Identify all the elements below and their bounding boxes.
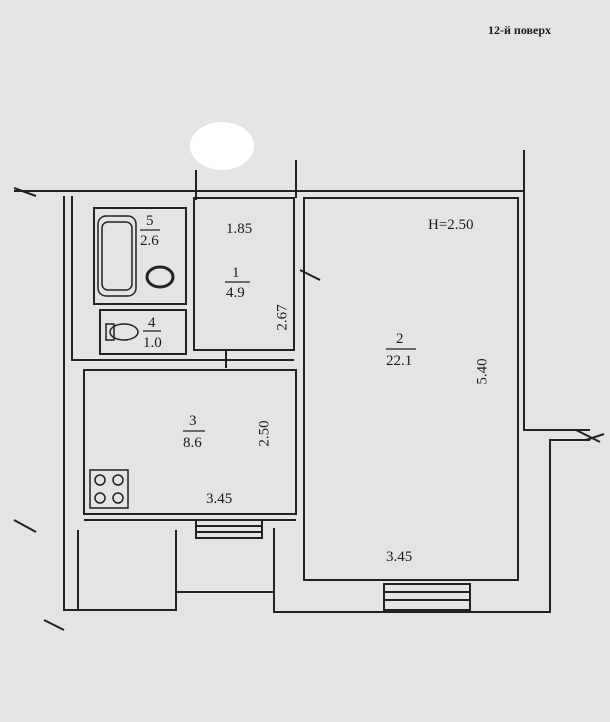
floor-label: 12-й поверх: [488, 23, 552, 37]
kitchen-width-dimension: 3.45: [206, 491, 233, 507]
outer-wall-right: [523, 165, 590, 431]
room-1-number: 1: [232, 265, 240, 281]
kitchen-length-dimension: 2.50: [256, 420, 273, 447]
room-5-number: 5: [146, 213, 154, 229]
room-5-walls: [93, 207, 187, 305]
ceiling-height: H=2.50: [428, 217, 474, 233]
kitchen-window: [195, 519, 263, 539]
hall-width-dimension: 1.85: [226, 221, 253, 237]
bathtub: [97, 215, 137, 297]
room-3-number: 3: [189, 413, 197, 429]
redaction-blot: [190, 122, 254, 170]
room-5-area: 2.6: [140, 233, 159, 249]
room-length-dimension: 5.40: [474, 358, 491, 385]
room-window: [383, 583, 471, 611]
hall-length-dimension: 2.67: [274, 304, 291, 331]
room-2-number: 2: [396, 331, 404, 347]
room-2-walls: [303, 197, 519, 581]
room-1-walls: [193, 197, 295, 351]
outer-wall-left: [63, 196, 590, 613]
room-3-area: 8.6: [183, 435, 202, 451]
dimension-marks: [13, 150, 605, 631]
room-1-area: 4.9: [226, 285, 245, 301]
stove: [89, 469, 129, 509]
partition-lines: [71, 196, 296, 610]
sink: [145, 265, 175, 289]
room-4-number: 4: [148, 315, 156, 331]
room-3-walls: [83, 369, 297, 515]
room-2-area: 22.1: [386, 353, 413, 369]
room-4-walls: [99, 309, 187, 355]
room-4-area: 1.0: [143, 335, 162, 351]
toilet-bowl: [109, 323, 139, 341]
room-width-dimension: 3.45: [386, 549, 413, 565]
